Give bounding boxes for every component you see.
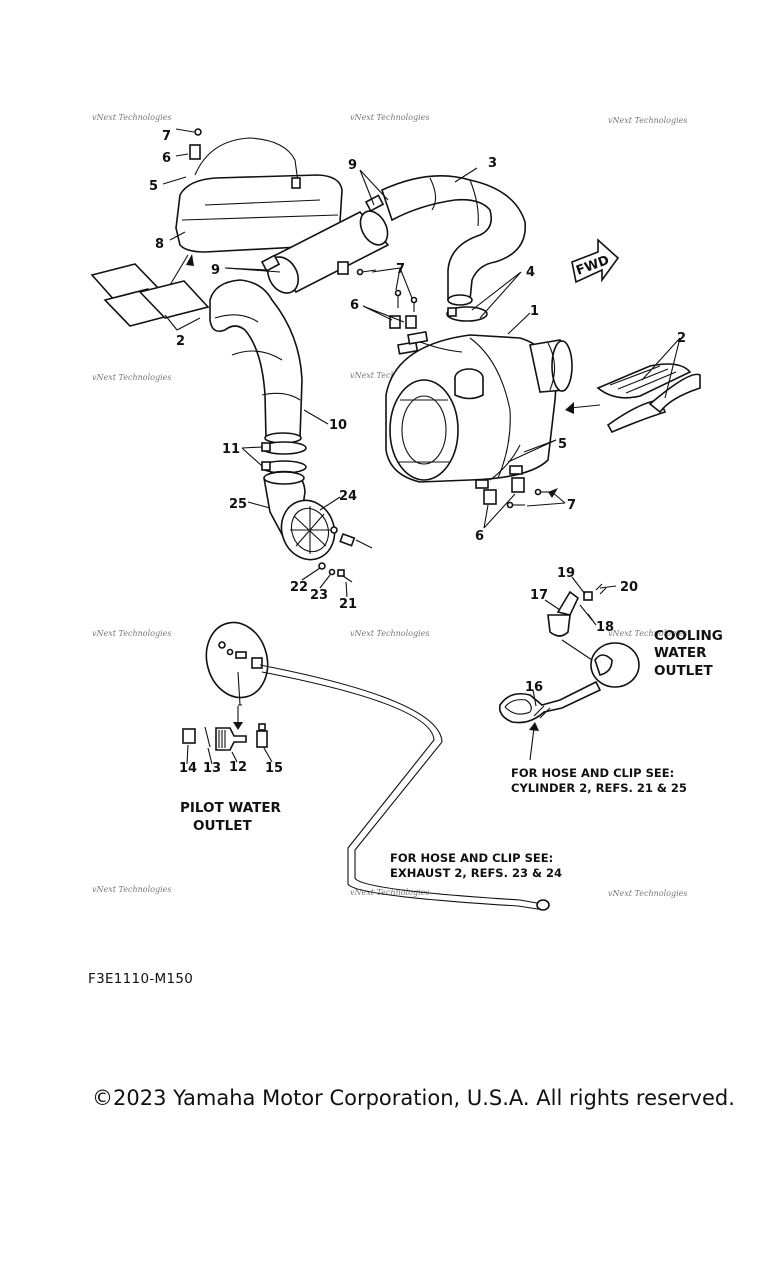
- part-5-wire: [194, 137, 299, 183]
- lead-cooling-detail: [561, 639, 593, 661]
- watermark: vNext Technologies: [608, 629, 687, 638]
- callout-25: 25: [229, 497, 247, 512]
- wire-connector: [291, 177, 301, 189]
- callout-6: 6: [162, 151, 171, 166]
- part-6-clips-lower: [483, 477, 525, 505]
- part-13-washer: [204, 726, 211, 748]
- cylinder-note-line-1: FOR HOSE AND CLIP SEE:: [511, 766, 674, 780]
- callout-16: 16: [525, 680, 543, 695]
- cylinder-note-line-2: CYLINDER 2, REFS. 21 & 25: [511, 781, 687, 795]
- callout-15: 15: [265, 761, 283, 776]
- callout-5: 5: [149, 179, 158, 194]
- callout-9: 9: [211, 263, 220, 278]
- callout-4: 4: [526, 265, 535, 280]
- watermark: vNext Technologies: [608, 116, 687, 125]
- callout-11: 11: [222, 442, 240, 457]
- part-4-clamp: [446, 306, 488, 322]
- callout-20: 20: [620, 580, 638, 595]
- cooling-label-line-3: OUTLET: [654, 663, 713, 679]
- part-6-clips-upper: [337, 261, 417, 329]
- outlet-labels: COOLING WATER OUTLET PILOT WATER OUTLET: [180, 628, 723, 834]
- part-17-elbow: [556, 590, 580, 616]
- part-1-air-box: [385, 334, 573, 483]
- callout-21: 21: [339, 597, 357, 612]
- callout-2: 2: [176, 334, 185, 349]
- part-19-fitting: [583, 591, 593, 601]
- diagram-code: F3E1110-M150: [88, 971, 194, 987]
- cooling-label-line-1: COOLING: [654, 628, 723, 644]
- harness-connector: [475, 479, 489, 489]
- harness-connector: [397, 340, 419, 355]
- reference-notes: FOR HOSE AND CLIP SEE: CYLINDER 2, REFS.…: [390, 766, 687, 880]
- callout-12: 12: [229, 760, 247, 775]
- part-20-spring: [595, 583, 607, 595]
- part-10-hose: [209, 279, 303, 444]
- cooling-outlet-detail: [498, 583, 640, 724]
- arrowhead: [233, 722, 243, 730]
- pilot-label-line-1: PILOT WATER: [180, 800, 282, 816]
- part-14-nut: [182, 728, 196, 744]
- part-6-clip: [189, 144, 201, 160]
- pilot-label-line-2: OUTLET: [193, 818, 252, 834]
- callout-7: 7: [162, 129, 171, 144]
- callout-3: 3: [488, 156, 497, 171]
- watermark: vNext Technologies: [92, 113, 171, 122]
- exhaust-note-line-1: FOR HOSE AND CLIP SEE:: [390, 851, 553, 865]
- intake-duct: [260, 194, 390, 294]
- part-15-cap: [256, 730, 268, 748]
- part-24-flame-arrester: [280, 499, 336, 561]
- watermark: vNext Technologies: [92, 629, 171, 638]
- lead-cooling: [529, 727, 535, 761]
- callout-7: 7: [396, 262, 405, 277]
- callout-numbers: 7 6 5 8 9 9 3 4 7 6 1 2 2 10 11 5 7 6 25…: [149, 129, 686, 776]
- part-7-screws-upper: [356, 268, 418, 312]
- callout-19: 19: [557, 566, 575, 581]
- arrowhead: [529, 722, 539, 731]
- fwd-arrow: FWD: [571, 238, 620, 284]
- callout-1: 1: [530, 304, 539, 319]
- part-2-filter-pads-right: [596, 363, 701, 434]
- part-7-screw: [194, 128, 202, 136]
- callout-24: 24: [339, 489, 357, 504]
- exhaust-note-line-2: EXHAUST 2, REFS. 23 & 24: [390, 866, 562, 880]
- part-11-clamps: [261, 441, 307, 474]
- callout-7: 7: [567, 498, 576, 513]
- pilot-outlet-detail: [205, 621, 550, 911]
- callout-9: 9: [348, 158, 357, 173]
- callout-23: 23: [310, 588, 328, 603]
- callout-22: 22: [290, 580, 308, 595]
- cooling-label-line-2: WATER: [654, 645, 707, 661]
- harness-connector: [407, 330, 429, 345]
- callout-2: 2: [677, 331, 686, 346]
- callout-17: 17: [530, 588, 548, 603]
- leader-arrowheads: [186, 254, 574, 498]
- copyright-notice: ©2023 Yamaha Motor Corporation, U.S.A. A…: [92, 1086, 735, 1110]
- callout-14: 14: [179, 761, 197, 776]
- callout-6: 6: [350, 298, 359, 313]
- harness-connector: [509, 465, 523, 475]
- watermark: vNext Technologies: [350, 629, 429, 638]
- watermark: vNext Technologies: [350, 113, 429, 122]
- part-2-filter-pads-left: [90, 263, 210, 327]
- callout-10: 10: [329, 418, 347, 433]
- callout-8: 8: [155, 237, 164, 252]
- part-12-fitting: [215, 727, 247, 751]
- leader-lines: [162, 128, 681, 765]
- watermark: vNext Technologies: [608, 889, 687, 898]
- parts-12-15: [182, 723, 268, 751]
- watermarks: vNext Technologies vNext Technologies vN…: [92, 113, 687, 898]
- callout-6: 6: [475, 529, 484, 544]
- watermark: vNext Technologies: [92, 373, 171, 382]
- watermark: vNext Technologies: [92, 885, 171, 894]
- part-7-screws-lower: [506, 488, 552, 509]
- part-16-hose-loop: [498, 680, 602, 724]
- callout-13: 13: [203, 761, 221, 776]
- callout-5: 5: [558, 437, 567, 452]
- watermark: vNext Technologies: [350, 371, 429, 380]
- part-3-hose: [381, 175, 526, 306]
- callout-18: 18: [596, 620, 614, 635]
- fasteners-21-22-23: [318, 526, 373, 583]
- watermark: vNext Technologies: [350, 888, 429, 897]
